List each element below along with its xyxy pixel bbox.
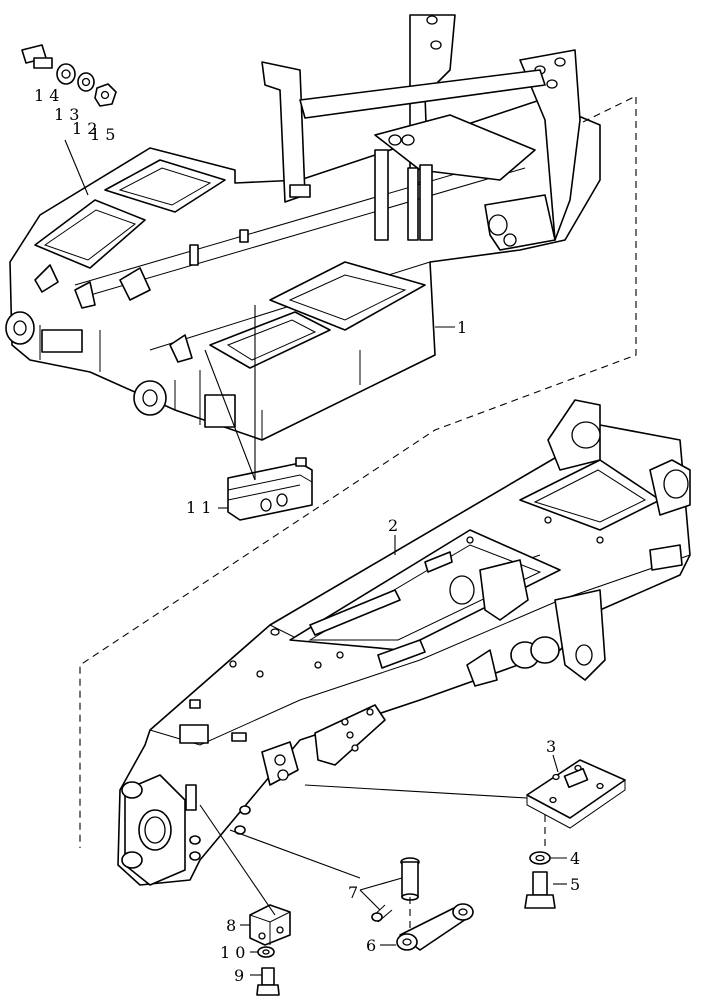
callout-7: 7 bbox=[348, 883, 358, 902]
part-6-7-pin-link bbox=[229, 829, 474, 951]
part-11-plate bbox=[204, 305, 313, 521]
callout-10: 1 0 bbox=[220, 943, 245, 962]
top-left-hardware bbox=[21, 44, 117, 196]
main-leaders bbox=[394, 326, 455, 555]
callout-3: 3 bbox=[546, 737, 556, 756]
callout-9: 9 bbox=[234, 966, 244, 985]
callout-1: 1 bbox=[457, 318, 467, 337]
callout-14: 1 4 bbox=[34, 86, 59, 105]
callout-12: 1 2 bbox=[72, 119, 97, 138]
callout-6: 6 bbox=[366, 936, 376, 955]
dashed-assembly-boundary bbox=[79, 95, 637, 848]
callout-11: 1 1 bbox=[186, 498, 211, 517]
upper-front-frame bbox=[5, 14, 601, 441]
part-8-9-10-hardware bbox=[199, 804, 291, 996]
callout-4: 4 bbox=[570, 849, 580, 868]
part-4-5-hardware bbox=[524, 851, 567, 909]
callout-8: 8 bbox=[226, 916, 236, 935]
callout-13: 1 3 bbox=[54, 105, 79, 124]
part-3-plate bbox=[304, 754, 626, 850]
callout-5: 5 bbox=[570, 875, 580, 894]
lower-main-frame bbox=[117, 399, 691, 886]
callout-15: 1 5 bbox=[90, 125, 115, 144]
callout-2: 2 bbox=[388, 516, 398, 535]
